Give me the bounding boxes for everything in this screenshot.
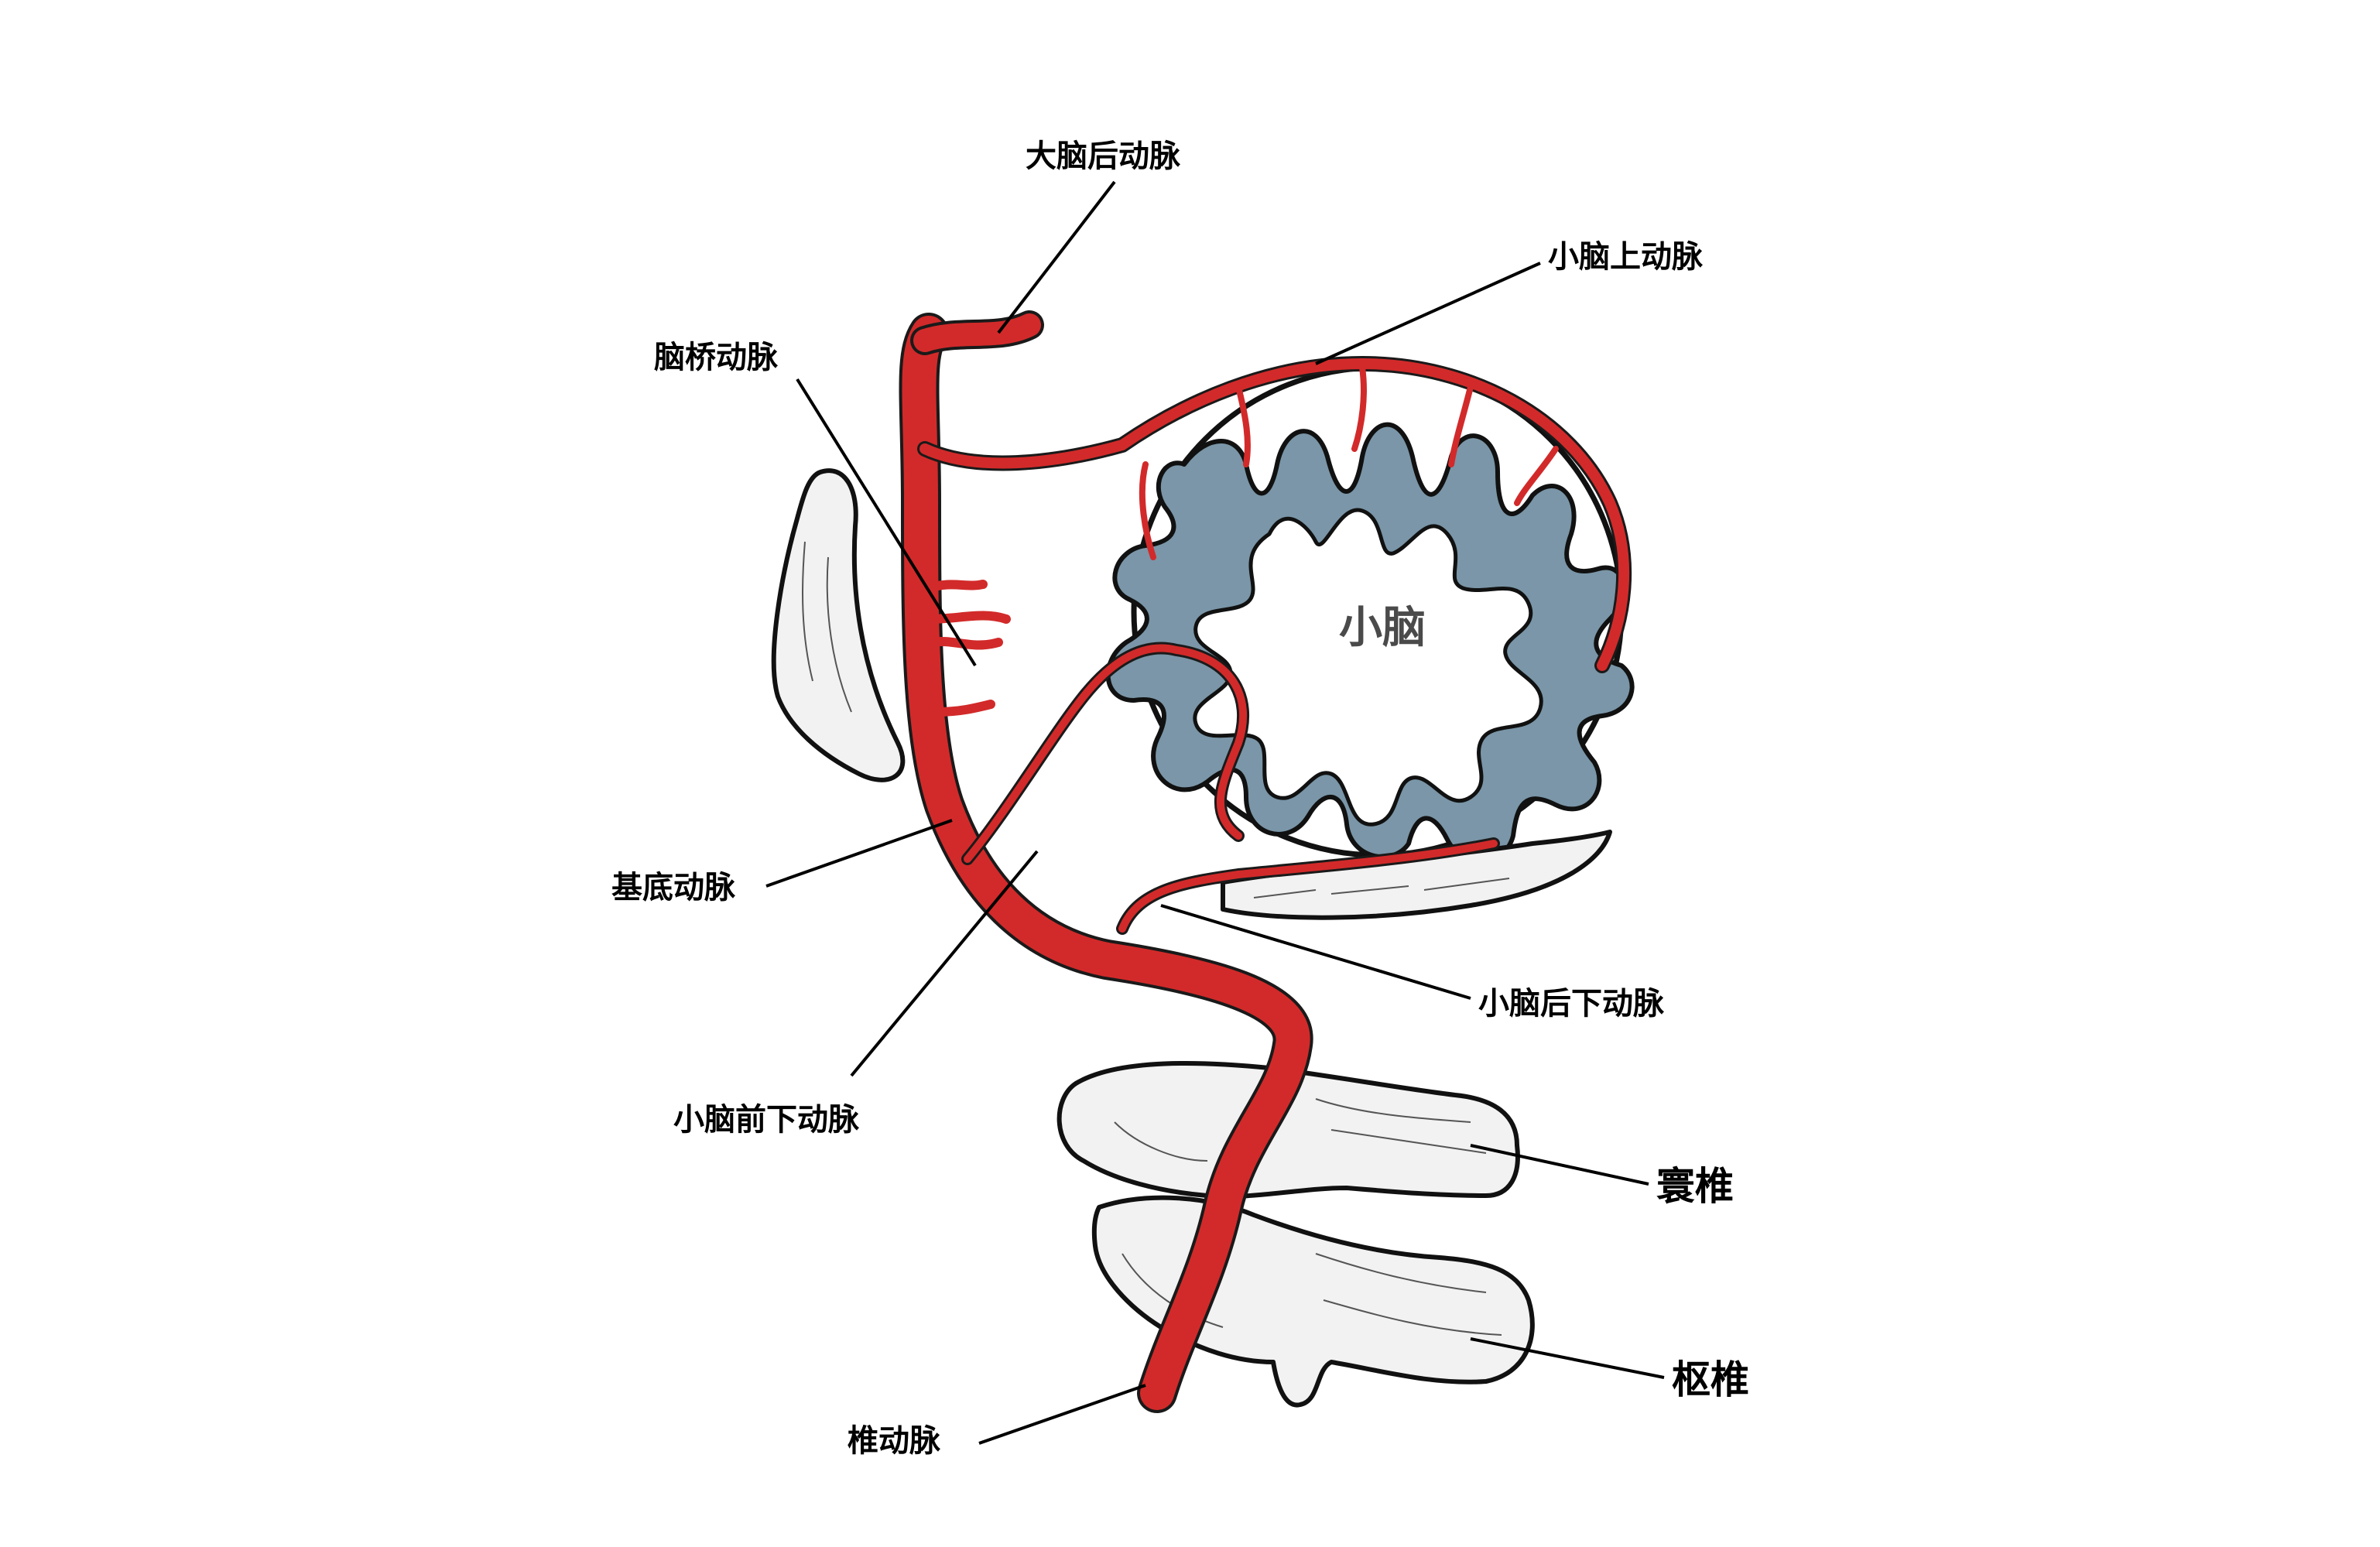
superior-cerebellar-artery: [919, 358, 1630, 671]
label-basilar-artery: 基底动脉: [611, 870, 736, 905]
label-anterior-inferior-cerebellar-artery: 小脑前下动脉: [673, 1102, 860, 1138]
pontine-arteries: [924, 580, 1011, 717]
labels: 大脑后动脉 小脑上动脉 脑桥动脉 基底动脉 小脑后下动脉 小脑前下动脉 寰椎 枢…: [611, 139, 1749, 1459]
posterior-inferior-cerebellar-artery: [1118, 840, 1498, 933]
label-axis: 枢椎: [1672, 1357, 1749, 1402]
clivus-bone: [771, 468, 906, 782]
anterior-inferior-cerebellar-artery: [964, 644, 1248, 863]
label-superior-cerebellar-artery: 小脑上动脉: [1548, 239, 1704, 275]
cerebellum-label: 小脑: [1339, 604, 1426, 652]
label-atlas: 寰椎: [1656, 1164, 1734, 1209]
atlas-vertebra: [1056, 1061, 1520, 1200]
label-vertebral-artery: 椎动脉: [848, 1423, 941, 1459]
leader-lines: [765, 180, 1665, 1445]
label-posterior-inferior-cerebellar-artery: 小脑后下动脉: [1478, 986, 1665, 1022]
vertebral-basilar-trunk: [902, 316, 1310, 1410]
cerebellum-medulla: [1193, 508, 1543, 827]
label-pontine-arteries: 脑桥动脉: [654, 340, 779, 375]
clivus-bone-shape: [771, 468, 906, 782]
cerebellum: 小脑: [1105, 365, 1635, 864]
posterior-cerebral-artery: [913, 313, 1041, 352]
artery-network: [899, 310, 1632, 1413]
label-posterior-cerebral-artery: 大脑后动脉: [1026, 139, 1181, 174]
